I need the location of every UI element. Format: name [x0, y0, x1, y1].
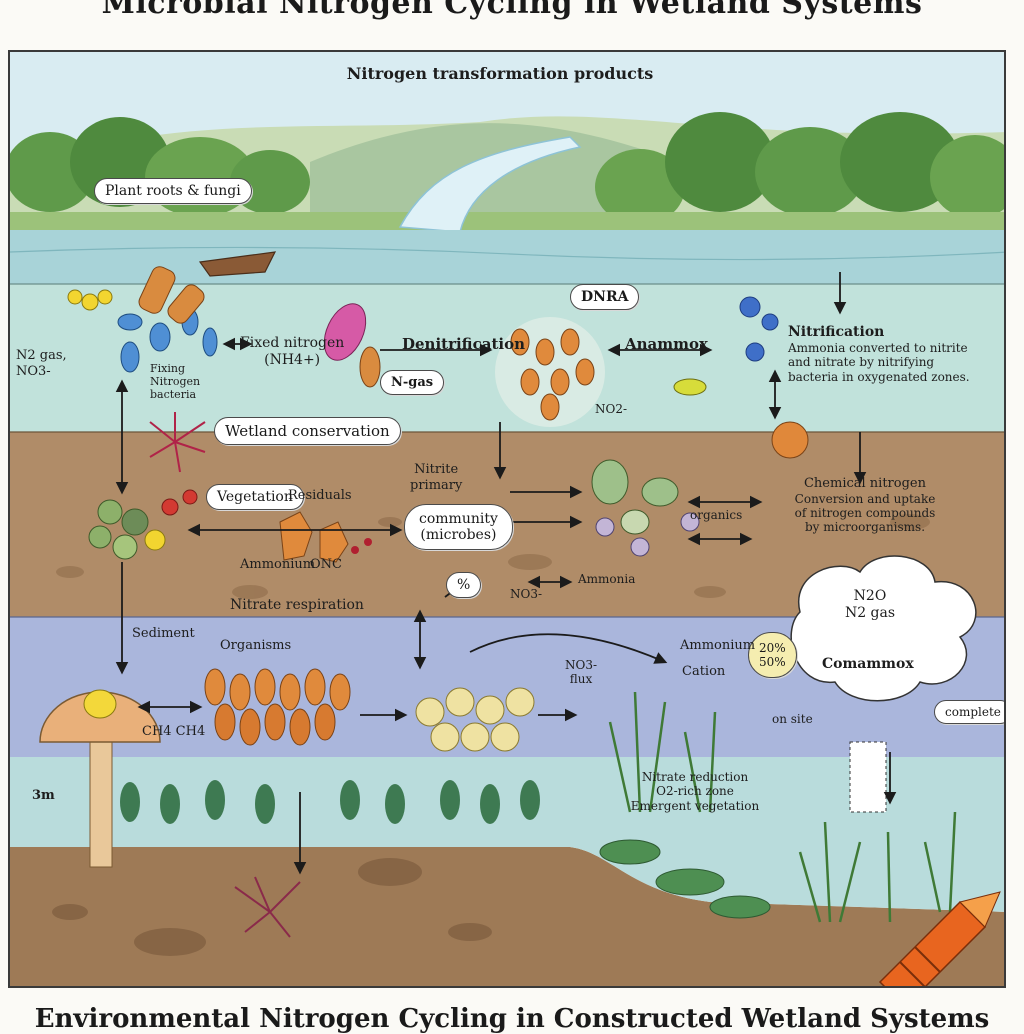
orange-cell-column: [204, 668, 351, 746]
n2-gas-text: N2 gas,: [16, 348, 67, 363]
anammox-label: Anammox: [625, 335, 708, 353]
bottom-title: Environmental Nitrogen Cycling in Constr…: [34, 1004, 990, 1034]
cloud-text-b: N2 gas: [844, 604, 896, 621]
percentage-bubble: 20% 50%: [748, 632, 797, 678]
ammonium-deep-label: Ammonium: [680, 638, 756, 653]
nitrate-text: NO3-: [16, 363, 51, 379]
nitrate-reduction-info: Nitrate reduction O2-rich zone Emergent …: [590, 770, 800, 813]
yellow-bug: [673, 378, 707, 396]
orange-mite: [771, 421, 809, 459]
nitrite-primary-a: Nitrite: [414, 462, 459, 477]
nitrate-reduction-b: O2-rich zone: [656, 784, 734, 799]
panel-title: Nitrogen transformation products: [346, 64, 654, 83]
red-spiky-organism: [149, 412, 206, 473]
nitrification-title: Nitrification: [788, 324, 885, 340]
percentage-b: 50%: [759, 655, 786, 669]
ammonium-soil-label: Ammonium: [240, 557, 316, 572]
comammox-cloud-text: N2O N2 gas: [810, 588, 930, 622]
orange-microbe-sphere: [495, 317, 605, 427]
fixed-nitrogen-text: Fixed nitrogen: [240, 335, 345, 351]
reeds: [608, 691, 957, 923]
soil-pebbles: [56, 514, 930, 599]
ammonia-label: Ammonia: [578, 572, 636, 586]
chemical-nitrogen-title: Chemical nitrogen: [803, 476, 926, 491]
organics-label: organics: [690, 508, 743, 522]
comammox-label: Comammox: [822, 656, 914, 672]
vegetation-bubble: Vegetation: [206, 484, 304, 510]
residuals-label: Residuals: [288, 488, 352, 503]
depth-label: 3m: [32, 788, 55, 803]
percentage-a: 20%: [759, 641, 786, 655]
percent-bubble: %: [446, 572, 482, 598]
crayon-icon: [878, 891, 1001, 986]
top-title: Microbial Nitrogen Cycling in Wetland Sy…: [101, 0, 923, 21]
nitrate-flux-label: NO3- flux: [565, 658, 597, 687]
fixing-bacteria-b: Nitrogen: [150, 375, 201, 389]
yellow-cell-cluster: [415, 687, 535, 752]
nitrite-label: NO2-: [595, 402, 628, 416]
nitrification-info: Nitrification Ammonia converted to nitri…: [788, 324, 1000, 384]
nitrate-flux-b: flux: [569, 672, 593, 687]
n-gas-bubble: N-gas: [380, 370, 445, 395]
orange-rod: [359, 346, 381, 388]
fixed-nitrogen-sub: (NH4+): [264, 351, 321, 368]
cloud-text-a: N2O: [853, 588, 887, 604]
n2-gas-label: N2 gas, NO3-: [16, 348, 67, 379]
chemical-nitrogen-desc-a: Conversion and uptake: [794, 491, 936, 506]
lily-leaves: [599, 839, 771, 919]
grass-band: [10, 212, 1004, 234]
seaweed-row: [120, 780, 540, 824]
nitrification-desc-a: Ammonia converted to nitrite: [788, 340, 968, 355]
fixing-bacteria-a: Fixing: [150, 362, 185, 375]
wetland-scene: [10, 52, 1004, 986]
fixing-bacteria-label: Fixing Nitrogen bacteria: [150, 362, 200, 402]
waterfall: [398, 136, 582, 233]
fixed-nitrogen-label: Fixed nitrogen (NH4+): [240, 335, 344, 369]
blue-microbes-right: [739, 296, 779, 362]
complete-bubble: complete: [934, 700, 1004, 724]
denitrification-label: Denitrification: [402, 335, 525, 353]
community-sub-label: (microbes): [420, 527, 497, 543]
nitrification-desc-c: bacteria in oxygenated zones.: [788, 369, 970, 384]
nitrate-reduction-c: Emergent vegetation: [630, 798, 760, 813]
chemical-nitrogen-info: Chemical nitrogen Conversion and uptake …: [770, 476, 960, 535]
comammox-cloud: [790, 555, 977, 702]
boat: [198, 251, 277, 277]
nitrification-desc-b: and nitrate by nitrifying: [788, 355, 935, 370]
on-site-label: on site: [772, 712, 813, 726]
nitrite-primary-label: Nitrite primary: [410, 462, 462, 493]
green-cells-soil: [591, 459, 700, 557]
nitrate-reduction-a: Nitrate reduction: [641, 770, 749, 784]
organisms-label: Organisms: [220, 638, 292, 653]
dnra-bubble: DNRA: [570, 284, 640, 310]
nitrite-primary-b: primary: [410, 477, 463, 493]
blue-microbe-cluster: [67, 266, 218, 373]
flow-arrows: [115, 272, 897, 875]
trees-right: [595, 112, 1004, 225]
methane-label: CH4 CH4: [142, 724, 206, 739]
cation-label: Cation: [682, 664, 726, 679]
sediment-bottom: [10, 847, 1004, 986]
nitrate-small-label: NO3-: [510, 587, 543, 601]
chemical-nitrogen-desc-c: by microorganisms.: [804, 520, 926, 535]
sediment-label: Sediment: [132, 626, 195, 641]
mushroom-organism: [39, 689, 161, 868]
plant-groups-bubble: Plant roots & fungi: [94, 178, 252, 204]
pink-microbe: [323, 303, 367, 361]
nitrate-respiration-label: Nitrate respiration: [230, 597, 364, 613]
plant-roots: [234, 876, 301, 938]
diagram-panel: Nitrogen transformation products Plant r…: [8, 50, 1006, 988]
community-bubble: community (microbes): [404, 504, 513, 550]
community-label: community: [419, 511, 498, 527]
sediment-stones: [52, 858, 492, 956]
green-microbe-cluster: [88, 489, 198, 560]
chemical-nitrogen-desc-b: of nitrogen compounds: [794, 505, 936, 520]
fixing-bacteria-c: bacteria: [150, 388, 197, 402]
nitrate-flux-a: NO3-: [565, 658, 598, 672]
comammox-tank: [849, 741, 887, 813]
river-surface: [10, 230, 1004, 284]
wetland-conservation-bubble: Wetland conservation: [214, 417, 401, 445]
onc-label: ONC: [310, 557, 342, 572]
